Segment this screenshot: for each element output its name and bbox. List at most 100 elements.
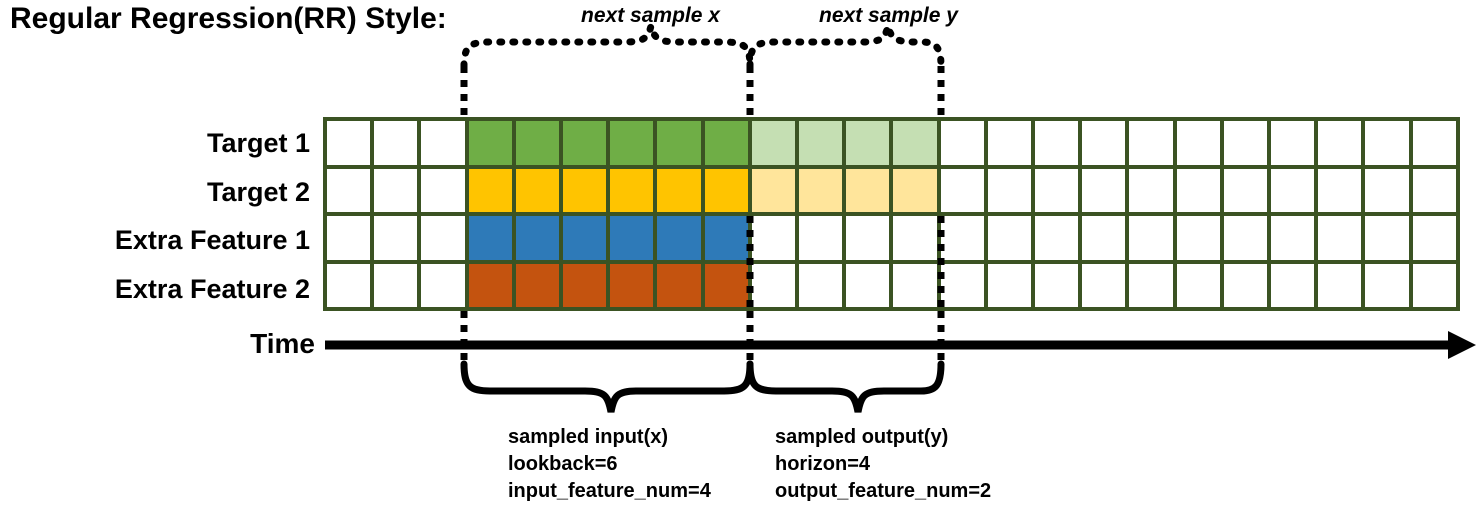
grid-cell-r4-c2 bbox=[374, 263, 418, 307]
grid-row-extra-feature-1 bbox=[327, 216, 1456, 260]
grid-cell-r1-c10 bbox=[751, 121, 796, 165]
grid-cell-r1-c22 bbox=[1318, 121, 1362, 165]
grid-cell-r3-c12 bbox=[846, 216, 890, 260]
grid-cell-r3-c24 bbox=[1412, 216, 1456, 260]
grid-cell-r3-c17 bbox=[1082, 216, 1126, 260]
grid-cell-r1-c24 bbox=[1412, 121, 1456, 165]
grid-cell-r3-c4 bbox=[468, 216, 512, 260]
grid-cell-r3-c8 bbox=[657, 216, 701, 260]
grid-cell-r3-c15 bbox=[987, 216, 1032, 260]
grid-cell-r4-c9 bbox=[704, 263, 748, 307]
grid-cell-r4-c24 bbox=[1412, 263, 1456, 307]
next-sample-y-caption: next sample y bbox=[819, 4, 958, 27]
grid-cell-r3-c9 bbox=[704, 216, 748, 260]
time-axis-label: Time bbox=[250, 328, 315, 359]
row-label-target-2: Target 2 bbox=[206, 177, 310, 207]
grid-cell-r1-c20 bbox=[1223, 121, 1268, 165]
grid-cell-r2-c24 bbox=[1412, 168, 1456, 212]
row-label-column: Target 1 Target 2 Extra Feature 1 Extra … bbox=[0, 117, 310, 311]
brace-sampled-input bbox=[460, 360, 754, 413]
grid-cell-r1-c17 bbox=[1082, 121, 1126, 165]
grid-cell-r4-c19 bbox=[1176, 263, 1220, 307]
grid-cell-r3-c21 bbox=[1271, 216, 1315, 260]
grid-cell-r4-c8 bbox=[657, 263, 701, 307]
grid-cell-r1-c21 bbox=[1271, 121, 1315, 165]
grid-cell-r2-c5 bbox=[515, 168, 560, 212]
grid-cell-r2-c11 bbox=[799, 168, 843, 212]
grid-cell-r4-c3 bbox=[421, 263, 465, 307]
grid-cell-r3-c5 bbox=[515, 216, 560, 260]
grid-cell-r4-c5 bbox=[515, 263, 560, 307]
sampled-input-line-2: lookback=6 bbox=[508, 452, 618, 475]
grid-cell-r3-c2 bbox=[374, 216, 418, 260]
grid-cell-r4-c6 bbox=[563, 263, 607, 307]
grid-cell-r3-c11 bbox=[799, 216, 843, 260]
sampled-output-line-1: sampled output(y) bbox=[775, 426, 949, 448]
grid-cell-r1-c11 bbox=[799, 121, 843, 165]
grid-cell-r4-c21 bbox=[1271, 263, 1315, 307]
grid-cell-r3-c14 bbox=[940, 216, 984, 260]
grid-cell-r4-c4 bbox=[468, 263, 512, 307]
grid-cell-r3-c16 bbox=[1035, 216, 1079, 260]
grid-cell-r2-c1 bbox=[327, 168, 371, 212]
grid-cell-r2-c13 bbox=[893, 168, 937, 212]
grid-cell-r3-c10 bbox=[751, 216, 796, 260]
brace-sampled-output bbox=[746, 360, 945, 413]
grid-cell-r1-c14 bbox=[940, 121, 984, 165]
grid-cell-r1-c13 bbox=[893, 121, 937, 165]
grid-cell-r3-c7 bbox=[610, 216, 654, 260]
grid-cell-r4-c11 bbox=[799, 263, 843, 307]
grid-cell-r2-c12 bbox=[846, 168, 890, 212]
grid-cell-r4-c14 bbox=[940, 263, 984, 307]
grid-cell-r4-c17 bbox=[1082, 263, 1126, 307]
grid-cell-r1-c19 bbox=[1176, 121, 1220, 165]
grid-cell-r2-c14 bbox=[940, 168, 984, 212]
grid-cell-r3-c20 bbox=[1223, 216, 1268, 260]
grid-cell-r1-c23 bbox=[1365, 121, 1409, 165]
sampled-input-caption: sampled input(x) lookback=6 input_featur… bbox=[508, 424, 711, 504]
next-sample-x-caption: next sample x bbox=[581, 4, 720, 27]
grid-cell-r2-c15 bbox=[987, 168, 1032, 212]
grid-cell-r4-c20 bbox=[1223, 263, 1268, 307]
grid-cell-r2-c18 bbox=[1129, 168, 1173, 212]
grid-cell-r1-c6 bbox=[563, 121, 607, 165]
grid-cell-r2-c4 bbox=[468, 168, 512, 212]
grid-cell-r2-c7 bbox=[610, 168, 654, 212]
grid-cell-r4-c16 bbox=[1035, 263, 1079, 307]
grid-cell-r2-c16 bbox=[1035, 168, 1079, 212]
grid-cell-r4-c13 bbox=[893, 263, 937, 307]
grid-row-target-1 bbox=[327, 121, 1456, 165]
grid-cell-r4-c15 bbox=[987, 263, 1032, 307]
grid-cell-r4-c12 bbox=[846, 263, 890, 307]
grid-cell-r2-c2 bbox=[374, 168, 418, 212]
grid-cell-r2-c17 bbox=[1082, 168, 1126, 212]
grid-cell-r1-c5 bbox=[515, 121, 560, 165]
row-label-target-1: Target 1 bbox=[206, 128, 310, 158]
grid-cell-r4-c7 bbox=[610, 263, 654, 307]
grid-cell-r3-c19 bbox=[1176, 216, 1220, 260]
row-label-extra-feature-1: Extra Feature 1 bbox=[114, 225, 310, 255]
grid-cell-r1-c2 bbox=[374, 121, 418, 165]
grid-row-target-2 bbox=[327, 168, 1456, 212]
grid-cell-r2-c22 bbox=[1318, 168, 1362, 212]
sampled-input-line-3: input_feature_num=4 bbox=[508, 479, 711, 502]
grid-row-extra-feature-2 bbox=[327, 263, 1456, 307]
grid-cell-r2-c6 bbox=[563, 168, 607, 212]
grid-cell-r3-c22 bbox=[1318, 216, 1362, 260]
grid-cell-r3-c1 bbox=[327, 216, 371, 260]
brace-next-sample-x bbox=[460, 25, 754, 70]
sampled-output-line-2: horizon=4 bbox=[775, 452, 871, 475]
grid-cell-r4-c23 bbox=[1365, 263, 1409, 307]
grid-cell-r4-c1 bbox=[327, 263, 371, 307]
grid-cell-r1-c4 bbox=[468, 121, 512, 165]
grid-cell-r1-c8 bbox=[657, 121, 701, 165]
grid-cell-r4-c10 bbox=[751, 263, 796, 307]
grid-cell-r4-c22 bbox=[1318, 263, 1362, 307]
grid-cell-r2-c19 bbox=[1176, 168, 1220, 212]
grid-cell-r2-c8 bbox=[657, 168, 701, 212]
grid-cell-r3-c6 bbox=[563, 216, 607, 260]
brace-next-sample-y bbox=[746, 25, 945, 70]
sampled-output-caption: sampled output(y) horizon=4 output_featu… bbox=[775, 424, 991, 504]
grid-cell-r2-c20 bbox=[1223, 168, 1268, 212]
grid-cell-r1-c3 bbox=[421, 121, 465, 165]
